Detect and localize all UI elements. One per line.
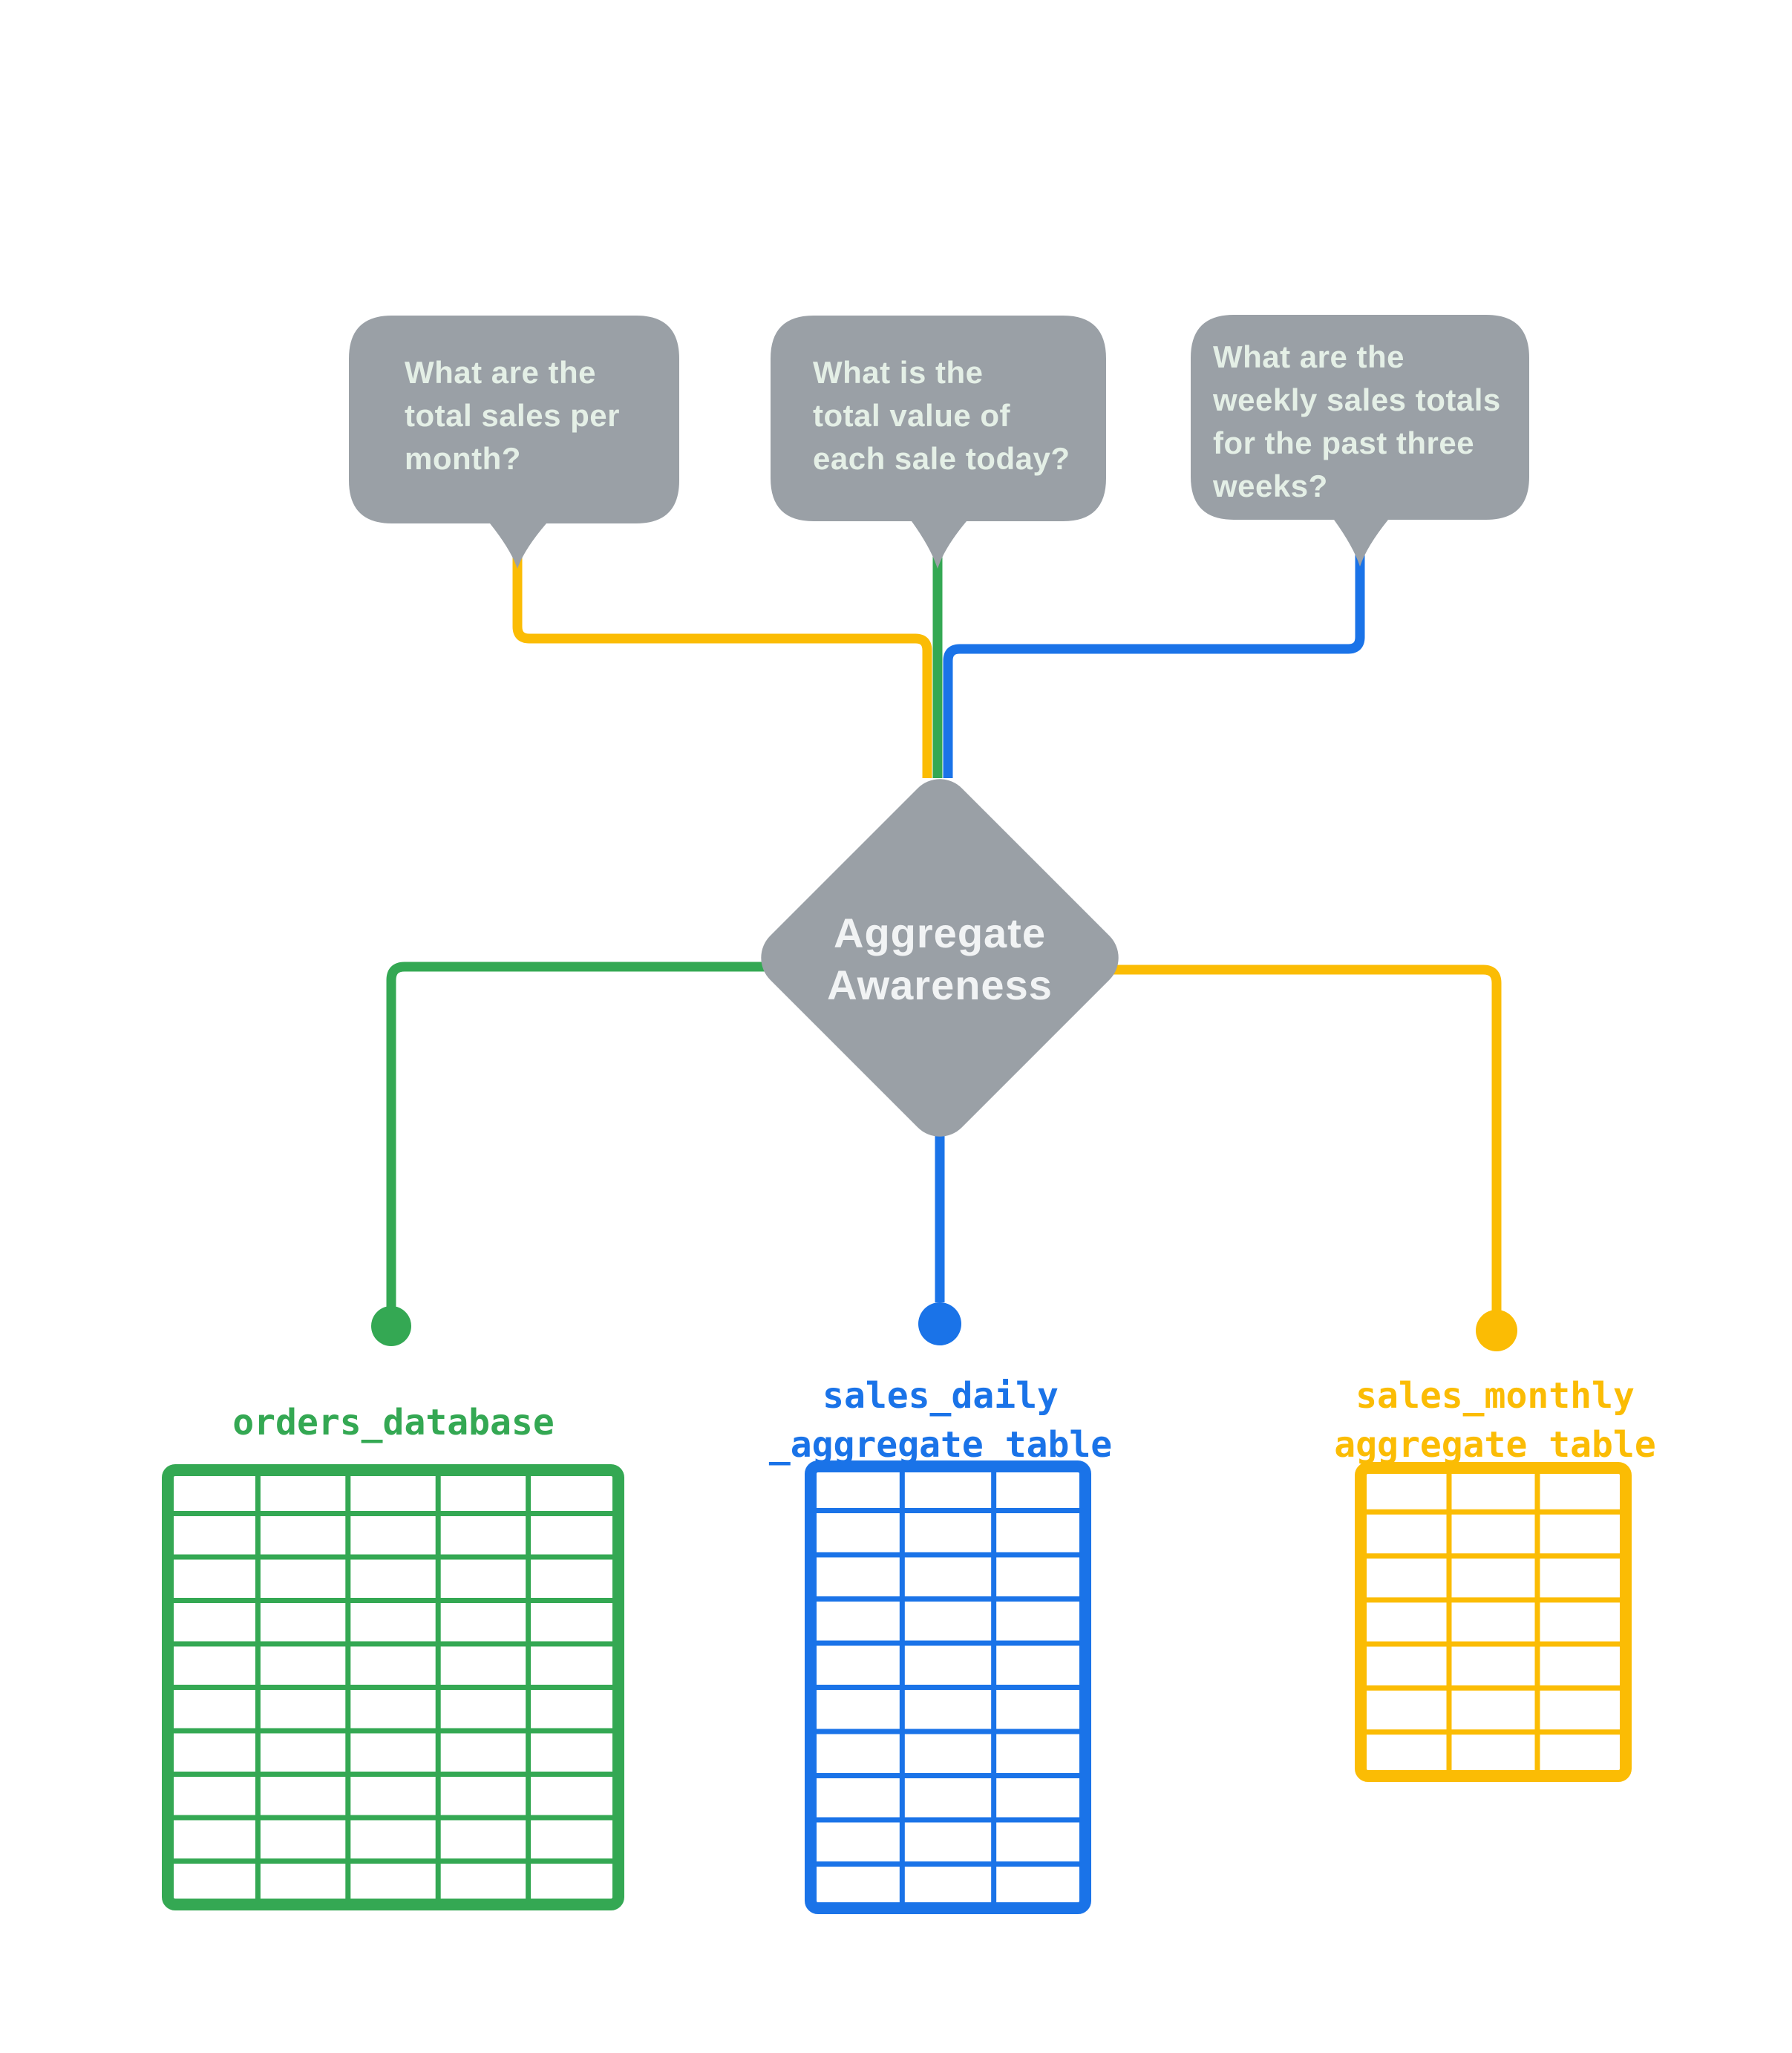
diamond-text-line: Awareness <box>827 962 1053 1008</box>
sales-daily-aggregate-label: sales_daily _aggregate_table <box>769 1375 1112 1466</box>
bubble-text-line: weekly sales totals <box>1212 382 1501 417</box>
bubble-text-line: total value of <box>813 398 1011 433</box>
orders-database-label: orders_database <box>232 1402 554 1443</box>
sales-daily-aggregate-table-grid <box>805 1460 1091 1914</box>
table-label-line: sales_daily <box>823 1375 1059 1417</box>
bubble-text-line: What are the <box>1213 339 1405 374</box>
table-grid-lines <box>811 1466 1085 1908</box>
table-outer-border <box>162 1464 624 1910</box>
connector-diamond-to-sales-monthly <box>1108 965 1502 1311</box>
bubble-text-line: What is the <box>813 355 984 390</box>
orders-database-endpoint-dot <box>371 1306 411 1346</box>
diamond-text-line: Aggregate <box>834 910 1046 956</box>
sales-monthly-endpoint-dot <box>1476 1310 1517 1351</box>
table-outer-border <box>805 1460 1091 1914</box>
table-label-line: orders_database <box>232 1402 554 1443</box>
table-grid-lines <box>168 1470 618 1905</box>
question-bubble-monthly-sales: What are the total sales per month? <box>349 316 679 569</box>
bubble-text-line: month? <box>405 441 521 476</box>
question-bubble-daily-sales: What is the total value of each sale tod… <box>771 316 1106 569</box>
table-label-line: _aggregate_table <box>769 1424 1112 1466</box>
sales-monthly-aggregate-label: sales_monthly aggregate_table <box>1334 1375 1655 1466</box>
bubble-text-line: total sales per <box>405 398 620 433</box>
bubble-text-line: weeks? <box>1212 469 1328 503</box>
speech-bubble-shape <box>771 316 1106 569</box>
orders-database-table-grid <box>162 1464 624 1910</box>
table-label-line: aggregate_table <box>1334 1424 1655 1466</box>
table-grid-lines <box>1361 1468 1626 1776</box>
table-outer-border <box>1355 1462 1632 1782</box>
bubble-text-line: for the past three <box>1213 425 1474 460</box>
connector-diamond-to-orders-database <box>386 962 772 1307</box>
sales-daily-endpoint-dot <box>918 1302 961 1345</box>
connector-weekly-question-blue <box>943 549 1365 778</box>
speech-bubble-shape <box>349 316 679 569</box>
diamond-shape <box>761 779 1119 1137</box>
aggregate-awareness-diamond: Aggregate Awareness <box>761 779 1119 1137</box>
table-label-line: sales_monthly <box>1356 1375 1635 1417</box>
sales-monthly-aggregate-table-grid <box>1355 1462 1632 1782</box>
bubble-text-line: each sale today? <box>813 441 1070 476</box>
speech-bubble-shape <box>1191 315 1529 567</box>
question-bubble-weekly-sales: What are the weekly sales totals for the… <box>1191 315 1529 567</box>
bubble-text-line: What are the <box>405 355 596 390</box>
connector-monthly-question-yellow <box>512 551 932 778</box>
